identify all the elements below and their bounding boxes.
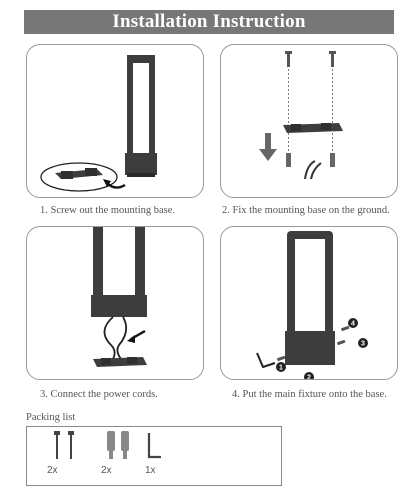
step-4-panel: 1 2 3 4 bbox=[220, 226, 398, 380]
step-2-illustration bbox=[259, 51, 343, 180]
callout-1: 1 bbox=[279, 365, 283, 372]
packing-list-box: 2x 2x 1x bbox=[26, 426, 282, 486]
step-1-caption: 1. Screw out the mounting base. bbox=[40, 205, 176, 216]
step-4-illustration: 1 2 3 4 bbox=[256, 231, 368, 380]
fixture-illustration bbox=[91, 227, 147, 317]
step-2-panel bbox=[220, 44, 398, 198]
step-3-caption: 3. Connect the power cords. bbox=[40, 389, 158, 400]
pointer-arrow-icon bbox=[127, 335, 135, 343]
wall-anchor-icon bbox=[107, 431, 129, 459]
callout-2: 2 bbox=[307, 375, 311, 380]
packing-qty-screws: 2x bbox=[47, 465, 58, 476]
packing-qty-hex-key: 1x bbox=[145, 465, 156, 476]
packing-qty-anchors: 2x bbox=[101, 465, 112, 476]
step-2-caption: 2. Fix the mounting base on the ground. bbox=[222, 205, 390, 216]
curved-arrow-icon bbox=[106, 182, 126, 189]
highlight-ellipse bbox=[40, 162, 118, 192]
hex-key-icon bbox=[256, 352, 276, 369]
callout-4: 4 bbox=[351, 321, 355, 328]
step-1-illustration bbox=[40, 55, 157, 192]
mounting-base-icon bbox=[55, 168, 103, 179]
fixture-illustration bbox=[285, 231, 335, 365]
down-arrow-icon bbox=[259, 133, 277, 161]
callout-3: 3 bbox=[361, 341, 365, 348]
step-3-illustration bbox=[91, 227, 147, 367]
step-1-panel bbox=[26, 44, 204, 198]
step-4-caption: 4. Put the main fixture onto the base. bbox=[232, 389, 387, 400]
hex-key-icon bbox=[147, 433, 161, 459]
step-3-panel bbox=[26, 226, 204, 380]
document-title: Installation Instruction bbox=[24, 10, 394, 34]
packing-list-title: Packing list bbox=[26, 412, 76, 423]
fixture-illustration bbox=[125, 55, 157, 177]
screw-icon bbox=[54, 431, 74, 459]
